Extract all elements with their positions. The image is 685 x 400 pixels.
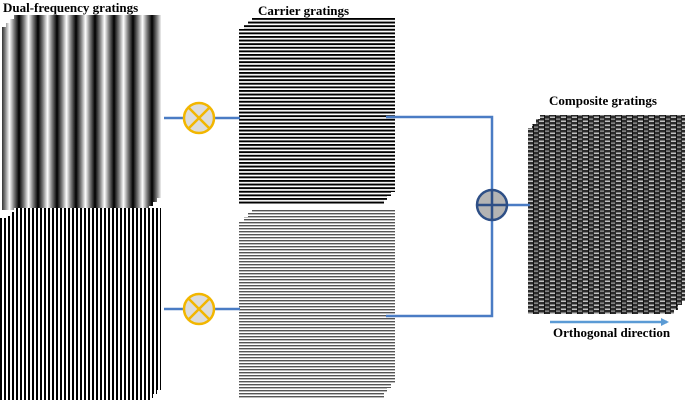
dual-frequency-stack-low xyxy=(2,15,161,210)
carrier-label: Carrier gratings xyxy=(258,3,350,18)
carrier-stack-upper xyxy=(239,17,395,205)
composite-label: Composite gratings xyxy=(549,93,657,108)
connector-lines xyxy=(164,115,530,318)
orthogonal-direction-label: Orthogonal direction xyxy=(553,325,671,340)
composite-stack xyxy=(528,115,685,314)
carrier-stack-lower xyxy=(239,209,395,398)
dual-frequency-label: Dual-frequency gratings xyxy=(3,0,139,15)
dual-frequency-stack-high xyxy=(0,208,161,400)
plus-circle-icon xyxy=(475,188,509,222)
multiply-circle-icon xyxy=(182,292,216,326)
multiply-circle-icon xyxy=(182,101,216,135)
